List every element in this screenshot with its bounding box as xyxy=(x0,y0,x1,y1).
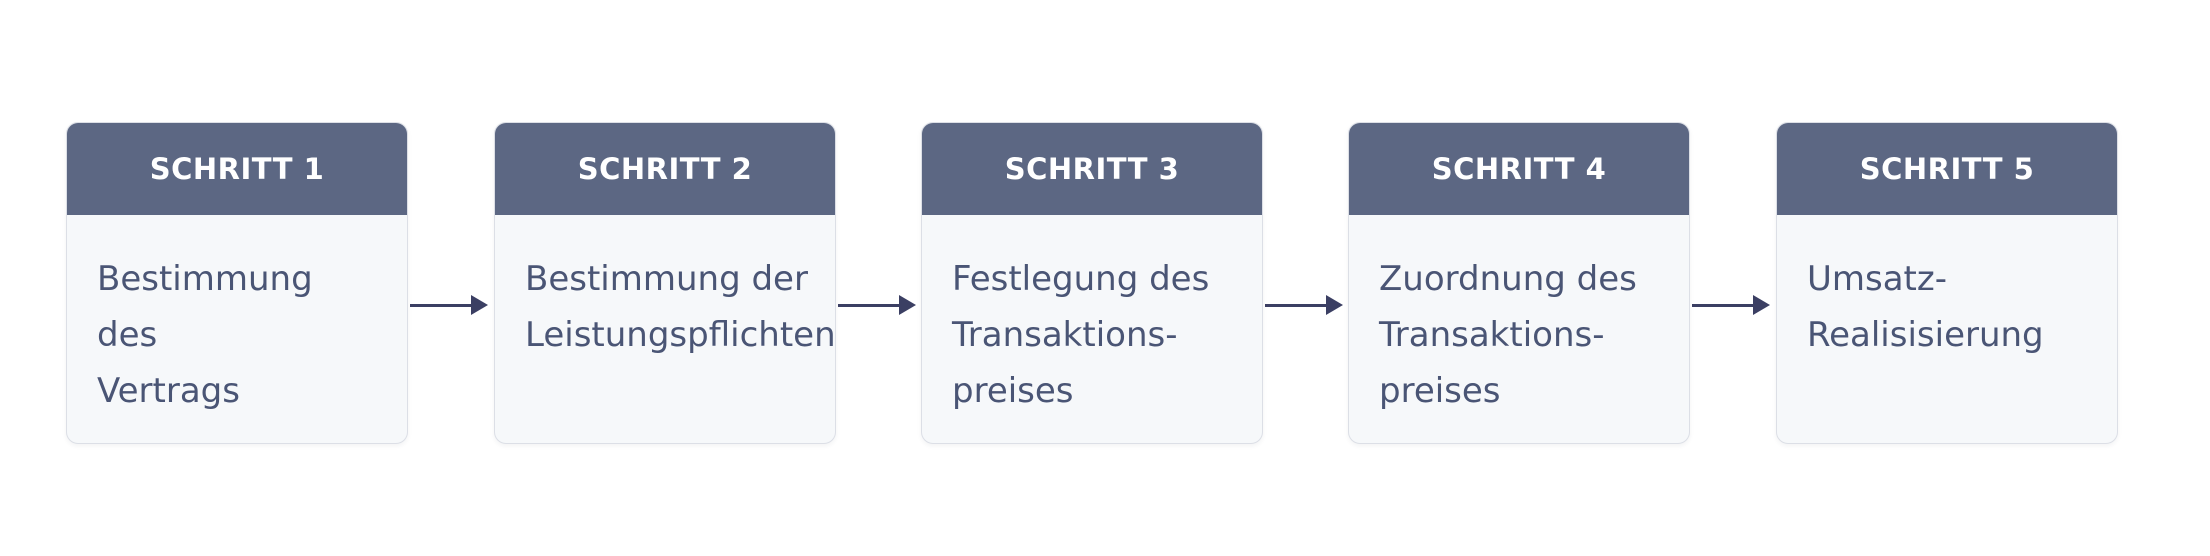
step-2-card: SCHRITT 2 Bestimmung der Leistungspflich… xyxy=(494,122,836,444)
step-5-label: SCHRITT 5 xyxy=(1777,123,2117,215)
arrow-3-to-4-icon xyxy=(1265,295,1343,315)
step-3-label: SCHRITT 3 xyxy=(922,123,1262,215)
step-3-text: Festlegung des Transaktions- preises xyxy=(952,259,1210,411)
step-1-label: SCHRITT 1 xyxy=(67,123,407,215)
step-5-text: Umsatz- Realisisierung xyxy=(1807,259,2044,355)
arrow-1-to-2-icon xyxy=(410,295,488,315)
step-1-text: Bestimmung des Vertrags xyxy=(97,259,313,411)
step-4-card: SCHRITT 4 Zuordnung des Transaktions- pr… xyxy=(1348,122,1690,444)
step-3-card: SCHRITT 3 Festlegung des Transaktions- p… xyxy=(921,122,1263,444)
step-4-text: Zuordnung des Transaktions- preises xyxy=(1379,259,1637,411)
step-4-label: SCHRITT 4 xyxy=(1349,123,1689,215)
step-2-label: SCHRITT 2 xyxy=(495,123,835,215)
step-5-card: SCHRITT 5 Umsatz- Realisisierung xyxy=(1776,122,2118,444)
arrow-4-to-5-icon xyxy=(1692,295,1770,315)
arrow-2-to-3-icon xyxy=(838,295,916,315)
step-1-card: SCHRITT 1 Bestimmung des Vertrags xyxy=(66,122,408,444)
step-2-text: Bestimmung der Leistungspflichten xyxy=(525,259,836,355)
